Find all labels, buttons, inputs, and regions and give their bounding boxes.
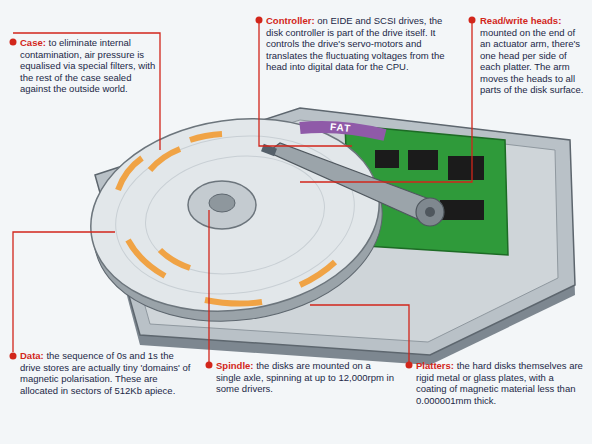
- callout: Data: the sequence of 0s and 1s the driv…: [20, 350, 192, 396]
- callout: Spindle: the disks are mounted on a sing…: [216, 360, 396, 395]
- callout: Platters: the hard disks themselves are …: [416, 360, 587, 406]
- chip: [375, 150, 399, 168]
- chip: [408, 150, 438, 170]
- track: [105, 121, 364, 309]
- chip: [440, 200, 484, 220]
- callout: Case: to eliminate internal contaminatio…: [20, 37, 160, 95]
- chip: [448, 156, 484, 180]
- callout-text: mounted on the end of an actuator arm, t…: [480, 27, 584, 96]
- callout: Controller: on EIDE and SCSI drives, the…: [266, 15, 446, 73]
- callout-heading: Platters:: [416, 360, 454, 371]
- actuator-pivot: [416, 198, 444, 226]
- callout: Read/write heads: mounted on the end of …: [480, 15, 586, 96]
- spindle: [209, 194, 235, 212]
- callout-heading: Read/write heads:: [480, 15, 561, 26]
- callout-heading: Data:: [20, 350, 44, 361]
- callout-heading: Spindle:: [216, 360, 253, 371]
- callout-text: the sequence of 0s and 1s the drive stor…: [20, 350, 190, 396]
- actuator-pivot: [425, 207, 435, 217]
- callout-heading: Controller:: [266, 15, 315, 26]
- platter: [78, 101, 392, 330]
- fat-label: FAT: [329, 121, 351, 134]
- callout-heading: Case:: [20, 37, 46, 48]
- spindle-hub: [188, 181, 256, 229]
